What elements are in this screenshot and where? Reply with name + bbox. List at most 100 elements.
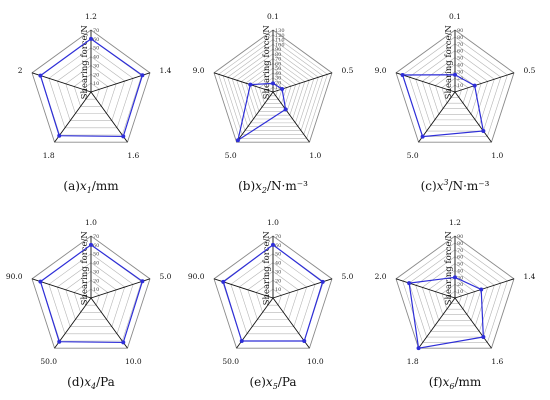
r-tick-label: 20 <box>275 278 281 284</box>
axis-category-label: 1.6 <box>491 357 503 366</box>
r-tick-label: 40 <box>457 62 463 68</box>
axis-category-label: 90.0 <box>6 272 23 281</box>
grid-ring <box>415 256 495 332</box>
series-line <box>222 244 324 342</box>
axis-category-label: 1.0 <box>491 151 503 160</box>
axis-category-label: 10.0 <box>307 357 324 366</box>
r-tick-label: 70 <box>93 28 99 34</box>
caption-subscript: 4 <box>90 382 96 391</box>
radar-spoke <box>272 91 310 143</box>
data-point-50.0 <box>57 339 62 344</box>
r-tick-label: 70 <box>457 248 463 254</box>
data-point-1.6 <box>481 335 486 340</box>
axis-category-label: 50.0 <box>222 357 239 366</box>
grid-ring <box>249 67 297 112</box>
r-tick-label: 10 <box>457 83 463 89</box>
grid-ring <box>268 86 278 97</box>
r-tick-label: 130 <box>275 28 285 34</box>
caption-prefix: (d) <box>67 375 84 389</box>
grid-ring <box>428 64 482 115</box>
data-point-50.0 <box>239 338 244 343</box>
data-point-0.1 <box>271 81 275 86</box>
r-tick-label: 70 <box>93 234 99 240</box>
data-point-2.0 <box>407 281 412 286</box>
axis-category-label: 1.0 <box>309 151 321 160</box>
caption-superscript: 3 <box>443 178 448 187</box>
r-tick-label: 40 <box>93 261 99 267</box>
caption-unit: /mm <box>454 375 481 389</box>
data-point-0.5 <box>280 87 285 92</box>
r-tick-label: 70 <box>275 234 281 240</box>
r-tick-label: 40 <box>275 261 281 267</box>
grid-ring <box>65 271 117 320</box>
grid-ring <box>247 271 299 320</box>
radar-spoke <box>418 91 456 143</box>
r-tick-label: 30 <box>93 63 99 69</box>
r-tick-label: 50 <box>457 262 463 268</box>
r-tick-label: 90 <box>275 47 281 53</box>
panel-caption: (b)x2/N·m⁻³ <box>238 179 308 195</box>
r-tick-label: 100 <box>275 42 285 48</box>
grid-ring <box>408 43 502 132</box>
r-tick-label: 50 <box>275 252 281 258</box>
caption-variable: x <box>266 375 273 389</box>
r-tick-label: 30 <box>457 69 463 75</box>
r-tick-label: 30 <box>275 76 281 82</box>
caption-unit: /mm <box>92 179 119 193</box>
caption-unit: /N·m⁻³ <box>267 179 308 193</box>
data-point-5.0 <box>235 138 240 143</box>
axis-category-label: 1.8 <box>43 151 55 160</box>
r-tick-label: 30 <box>457 275 463 281</box>
grid-ring <box>31 235 151 349</box>
data-point-1.0 <box>283 107 288 112</box>
r-tick-label: 60 <box>457 255 463 261</box>
axis-category-label: 1.0 <box>85 218 97 227</box>
axis-category-label: 5.0 <box>159 272 171 281</box>
grid-ring <box>240 58 306 120</box>
r-tick-label: 20 <box>457 282 463 288</box>
radar-spoke <box>90 297 128 349</box>
radar-spoke <box>54 91 92 143</box>
caption-variable: x <box>437 179 444 193</box>
grid-ring <box>245 63 301 116</box>
r-tick-label: 60 <box>275 61 281 67</box>
grid-ring <box>56 262 126 327</box>
caption-subscript: 1 <box>87 186 92 195</box>
axis-category-label: 50.0 <box>40 357 57 366</box>
grid-ring <box>448 84 462 98</box>
radial-axis-title: Shearing force/N <box>262 25 272 100</box>
radar-spoke <box>395 278 456 299</box>
radar-spoke <box>236 91 274 143</box>
caption-subscript: 6 <box>449 382 454 391</box>
grid-ring <box>48 47 134 129</box>
panel-caption: (e)x5/Pa <box>249 375 296 391</box>
r-tick-label: 80 <box>457 241 463 247</box>
caption-subscript: 5 <box>273 382 278 391</box>
caption-variable: x <box>255 179 262 193</box>
caption-unit: /Pa <box>278 375 297 389</box>
axis-category-label: 2 <box>18 66 23 75</box>
r-tick-label: 50 <box>93 46 99 52</box>
data-point-90.0 <box>221 279 226 284</box>
data-point-9.0 <box>400 72 405 77</box>
axis-category-label: 1.6 <box>127 151 139 160</box>
caption-prefix: (c) <box>421 179 437 193</box>
axis-category-label: 0.1 <box>267 12 279 21</box>
panel-caption: (d)x4/Pa <box>67 375 115 391</box>
r-tick-label: 40 <box>275 71 281 77</box>
r-tick-label: 120 <box>275 33 285 39</box>
panel-caption: (a)x1/mm <box>63 179 119 195</box>
data-point-1.8 <box>57 133 62 138</box>
data-point-0.1 <box>453 72 457 77</box>
r-tick-label: 20 <box>93 72 99 78</box>
caption-unit: /N·m⁻³ <box>449 179 490 193</box>
grid-ring <box>259 77 287 104</box>
axis-category-label: 9.0 <box>193 66 205 75</box>
data-point-1.4 <box>140 73 145 78</box>
grid-ring <box>56 56 126 121</box>
r-tick-label: 10 <box>275 85 281 91</box>
radar-spoke <box>213 72 274 93</box>
r-tick-label: 90 <box>457 28 463 34</box>
radial-axis-title: Shearing force/N <box>444 231 454 306</box>
r-tick-label: 110 <box>275 38 285 44</box>
